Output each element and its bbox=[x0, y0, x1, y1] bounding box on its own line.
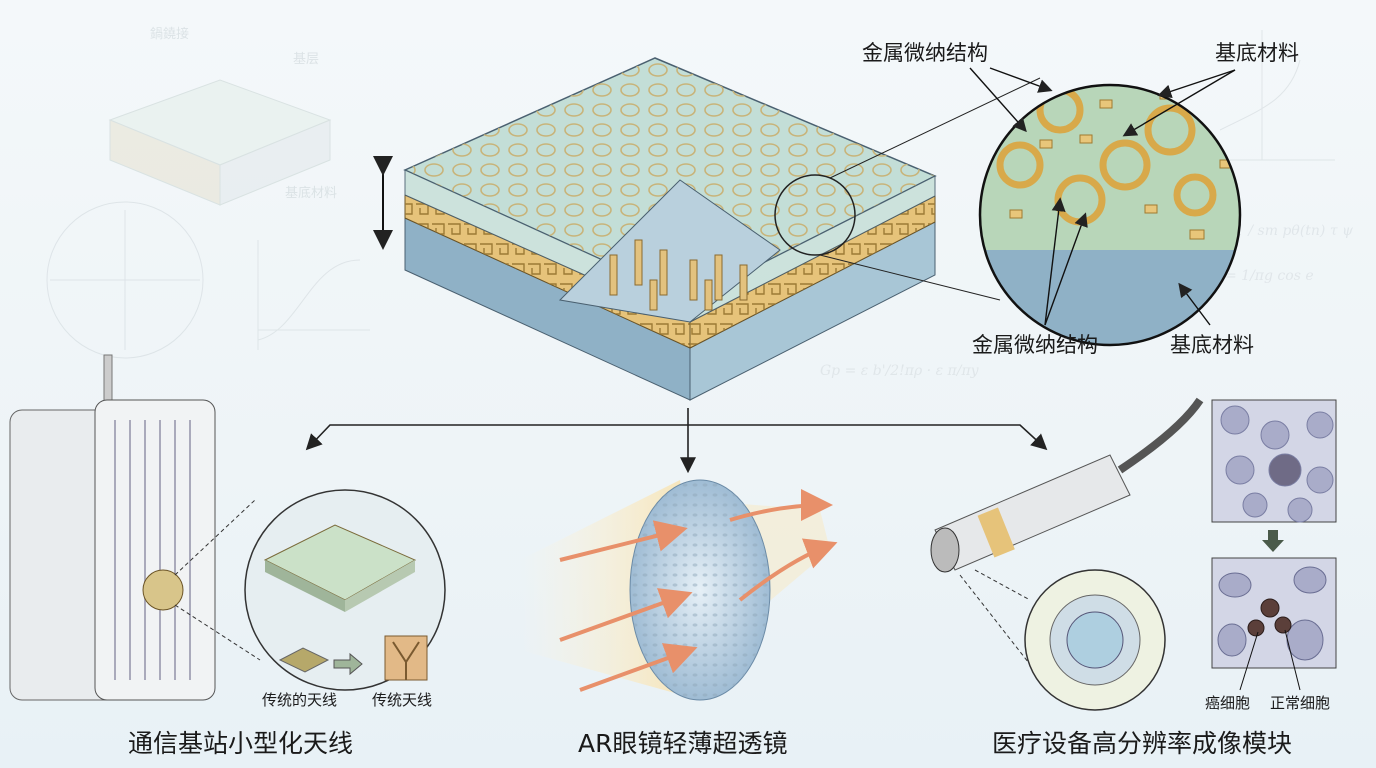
label-metal-top: 金属微纳结构 bbox=[862, 41, 988, 65]
label-normal-cell: 正常细胞 bbox=[1270, 694, 1330, 712]
label-substrate-bottom: 基底材料 bbox=[1170, 333, 1254, 357]
formula-center: Gp = ε b'/2!πρ · ε π/πy bbox=[820, 363, 980, 379]
label-traditional-antenna-2: 传统天线 bbox=[372, 691, 432, 709]
magnified-view: 金属微纳结构 基底材料 金属微纳结构 基底材料 bbox=[862, 41, 1299, 357]
title-medical-imaging: 医疗设备高分辨率成像模块 bbox=[992, 729, 1292, 758]
nano-pillars bbox=[609, 239, 748, 311]
faint-label-top: 鍋鐃接 bbox=[150, 26, 189, 42]
title-ar-metalens: AR眼镜轻薄超透镜 bbox=[578, 729, 787, 758]
formula-right-2: = 1/πg cos e bbox=[1225, 268, 1314, 284]
title-base-station-antenna: 通信基站小型化天线 bbox=[128, 729, 353, 758]
label-cancer-cell: 癌细胞 bbox=[1205, 694, 1250, 712]
app-base-station-antenna: 传统的天线 传统天线 通信基站小型化天线 bbox=[9, 354, 446, 758]
app-ar-metalens: AR眼镜轻薄超透镜 bbox=[520, 479, 838, 758]
label-metal-bottom: 金属微纳结构 bbox=[972, 333, 1098, 357]
branch-arrows bbox=[305, 408, 1048, 474]
formula-right-1: 1 / sm pθ(tn) τ ψ bbox=[1235, 223, 1354, 239]
faint-label-layer: 基层 bbox=[293, 52, 319, 67]
app-medical-imaging: 癌细胞 正常细胞 医疗设备高分辨率成像模块 bbox=[930, 397, 1337, 758]
label-substrate-top: 基底材料 bbox=[1215, 41, 1299, 65]
faint-label-substrate: 基底材料 bbox=[285, 185, 337, 201]
background-sketch: 鍋鐃接 基层 基底材料 Gp = ε b'/2!πρ · ε π/πy 1 / … bbox=[46, 26, 1354, 379]
label-traditional-antenna-1: 传统的天线 bbox=[262, 691, 337, 709]
metasurface-slab bbox=[373, 57, 1041, 401]
